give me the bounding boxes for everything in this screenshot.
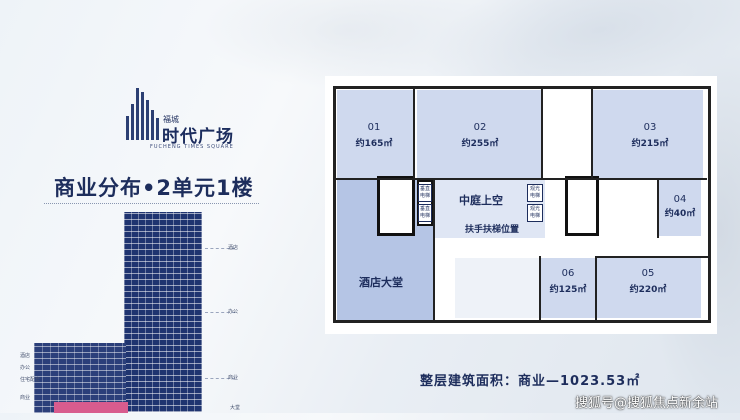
floor-plan: 01 约165㎡ 02 约255㎡ 03 约215㎡ 04 约40㎡ 05 约2…: [325, 76, 717, 334]
logo-main-text: 时代广场: [162, 127, 234, 147]
logo-bars-icon: [108, 80, 178, 140]
wall: [413, 88, 415, 180]
unit-number: 05: [641, 268, 655, 279]
level-label: 商业: [20, 395, 31, 401]
hotel-lobby-label: 酒店大堂: [359, 276, 403, 289]
corridor-area: [455, 258, 539, 318]
wall: [333, 320, 711, 323]
unit-number: 06: [561, 268, 575, 279]
wall: [539, 256, 541, 320]
atrium-label: 中庭上空: [459, 194, 503, 207]
wall: [335, 178, 707, 180]
sightseeing-elevator-tag: 观光电梯: [527, 204, 543, 222]
unit-number: 01: [367, 122, 381, 133]
wall: [591, 88, 593, 180]
unit-area-label: 约165㎡: [355, 139, 393, 149]
level-label: 酒店: [20, 353, 31, 359]
level-label: 酒店: [228, 245, 239, 251]
title-divider: [44, 203, 259, 204]
sightseeing-elevator-tag: 观光电梯: [527, 184, 543, 202]
tower-elevation: [124, 212, 202, 412]
level-label: 住宅配套: [20, 377, 41, 383]
unit-06-area: [541, 258, 595, 318]
unit-number: 02: [473, 122, 487, 133]
level-label: 商业: [228, 375, 239, 381]
level-line: [205, 248, 235, 249]
brand-logo: 福城 时代广场 FUCHENG TIMES SQUARE: [108, 80, 258, 150]
retail-floor-highlight: [54, 402, 128, 413]
escalator-label: 扶手扶梯位置: [465, 225, 520, 235]
level-label: 大堂: [230, 405, 241, 411]
elevator-tag: 垂直电梯: [418, 204, 432, 222]
unit-area-label: 约40㎡: [664, 209, 696, 219]
unit-number: 03: [643, 122, 657, 133]
total-floor-area: 整层建筑面积：商业—1023.53㎡: [420, 374, 641, 389]
elevator-tag: 垂直电梯: [418, 184, 432, 202]
podium-elevation: [34, 343, 126, 413]
unit-number: 04: [673, 194, 687, 205]
level-label: 办公: [20, 365, 31, 371]
section-title: 商业分布•2单元1楼: [54, 176, 254, 200]
unit-area-label: 约255㎡: [461, 139, 499, 149]
unit-04-area: [659, 180, 701, 236]
wall: [595, 256, 597, 320]
logo-english-text: FUCHENG TIMES SQUARE: [150, 144, 234, 150]
level-line: [205, 312, 235, 313]
level-label: 办公: [228, 309, 239, 315]
wall: [541, 88, 543, 180]
atrium-area: [433, 180, 545, 238]
watermark: 搜狐号@搜狐焦点新余站: [575, 396, 719, 411]
unit-05-area: [597, 258, 701, 318]
wall: [595, 256, 709, 258]
wall: [433, 180, 435, 320]
stair-core: [377, 176, 415, 236]
unit-03-area: [593, 90, 703, 178]
stair-core: [565, 176, 599, 236]
wall: [333, 86, 711, 89]
wall: [708, 86, 711, 323]
unit-02-area: [417, 90, 541, 178]
wall: [333, 86, 336, 323]
unit-area-label: 约125㎡: [549, 285, 587, 295]
level-line: [205, 378, 235, 379]
wall: [657, 178, 659, 238]
unit-area-label: 约220㎡: [629, 285, 667, 295]
logo-small-text: 福城: [163, 115, 179, 124]
unit-area-label: 约215㎡: [631, 139, 669, 149]
unit-01-area: [337, 90, 413, 178]
